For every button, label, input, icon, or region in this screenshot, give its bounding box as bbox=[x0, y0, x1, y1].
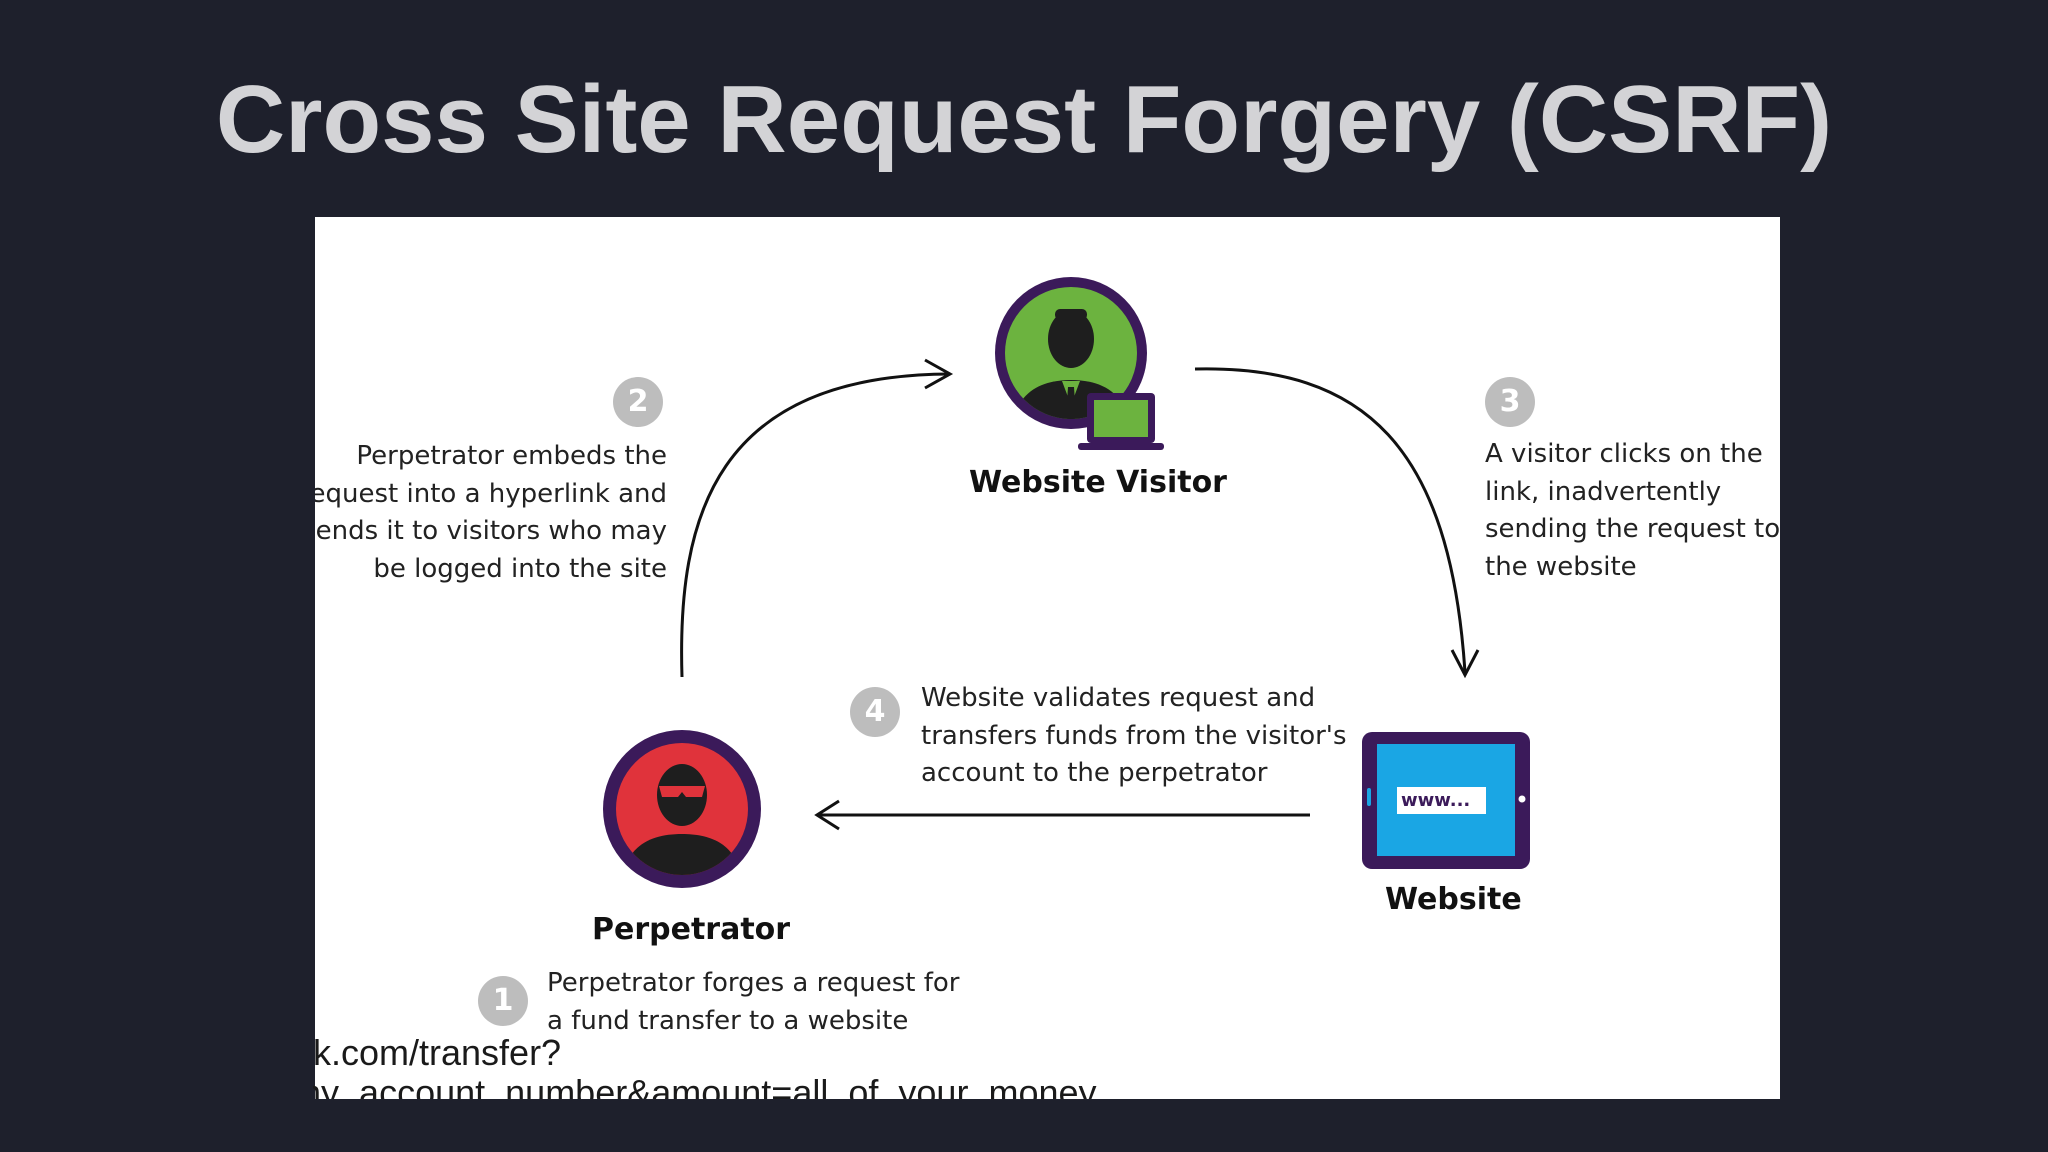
step-4-line: Website validates request and bbox=[921, 683, 1316, 713]
url-overlay-text: k.com/transfer? ny_account_number&amount… bbox=[313, 1033, 1780, 1099]
step-3-line: link, inadvertently bbox=[1485, 476, 1722, 507]
website-tablet-icon bbox=[1362, 732, 1530, 869]
website-label: Website bbox=[1385, 882, 1522, 917]
step-3-badge: 3 bbox=[1485, 377, 1535, 427]
website-visitor-icon bbox=[995, 277, 1164, 450]
step-4-line: account to the perpetrator bbox=[921, 758, 1268, 788]
step-4-line: transfers funds from the visitor's bbox=[921, 720, 1347, 751]
step-2-text: Perpetrator embeds the request into a hy… bbox=[315, 438, 667, 588]
url-line-1: k.com/transfer? bbox=[313, 1033, 562, 1073]
step-2-line: sends it to visitors who may bbox=[315, 516, 667, 546]
step-3-line: A visitor clicks on the bbox=[1485, 439, 1763, 469]
step-1-badge: 1 bbox=[478, 976, 528, 1026]
website-visitor-label: Website Visitor bbox=[969, 465, 1227, 500]
step-2-badge: 2 bbox=[613, 377, 663, 427]
arrow-website-to-perpetrator bbox=[814, 799, 1310, 831]
step-3-line: the website bbox=[1485, 551, 1637, 582]
perpetrator-icon bbox=[603, 730, 761, 888]
slide-title: Cross Site Request Forgery (CSRF) bbox=[215, 66, 1833, 173]
step-4-text: Website validates request and transfers … bbox=[921, 680, 1346, 793]
step-3-text: A visitor clicks on the link, inadverten… bbox=[1485, 436, 1780, 586]
diagram-graphics bbox=[603, 277, 1530, 888]
step-1-line: a fund transfer to a website bbox=[547, 1005, 909, 1036]
step-4-badge: 4 bbox=[850, 687, 900, 737]
arrow-visitor-to-website bbox=[1194, 367, 1480, 679]
step-1-line: Perpetrator forges a request for bbox=[547, 968, 960, 998]
step-2-line: be logged into the site bbox=[373, 553, 667, 584]
step-2-line: request into a hyperlink and bbox=[315, 478, 667, 509]
arrow-perpetrator-to-visitor bbox=[680, 358, 954, 678]
step-1-text: Perpetrator forges a request for a fund … bbox=[547, 965, 959, 1040]
diagram-panel: www... Website Visitor Perpetrator Websi… bbox=[315, 217, 1780, 1099]
url-line-2: ny_account_number&amount=all_of_your_mon… bbox=[313, 1072, 1097, 1100]
step-3-line: sending the request to bbox=[1485, 514, 1780, 544]
perpetrator-label: Perpetrator bbox=[592, 912, 791, 947]
step-2-line: Perpetrator embeds the bbox=[356, 441, 667, 471]
website-screen-text: www... bbox=[1401, 790, 1471, 811]
